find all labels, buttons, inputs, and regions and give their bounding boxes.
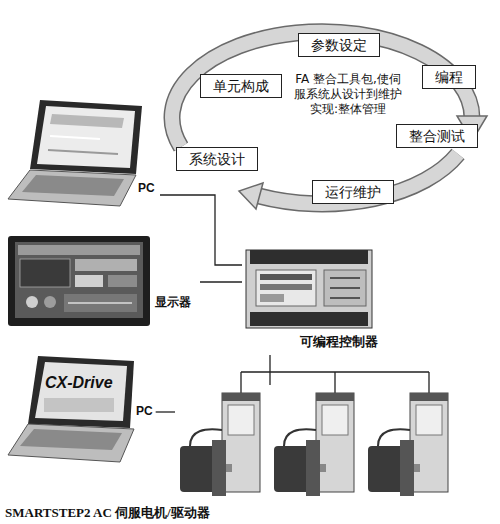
- laptop-icon: [50, 136, 100, 139]
- servo-unit: [222, 393, 260, 492]
- display-icon: [8, 236, 150, 326]
- device-node: 可编程控制器: [242, 243, 382, 355]
- servo-unit: [316, 393, 354, 492]
- servo-unit: [316, 393, 354, 401]
- step-label: 整合测试: [409, 127, 465, 145]
- plc-unit: [330, 277, 360, 279]
- servo-unit: [190, 429, 222, 446]
- servo-unit: [284, 429, 316, 446]
- laptop-icon: [50, 114, 124, 128]
- laptop-icon: [30, 100, 142, 174]
- servo-unit: [320, 464, 326, 472]
- connector-line: [269, 355, 270, 385]
- servo-unit: [416, 405, 442, 435]
- servo-unit: [180, 446, 216, 492]
- cycle-arrow: [172, 32, 472, 147]
- display-icon: [108, 275, 137, 287]
- display-icon: [68, 302, 132, 304]
- servo-bus-wire: [241, 372, 429, 393]
- laptop-icon: [44, 398, 114, 412]
- center-note: FA 整合工具包,使伺服系统从设计到维护实现:整体管理: [292, 72, 404, 117]
- device-node: 显示器: [5, 233, 200, 328]
- plc-unit: [324, 270, 366, 306]
- plc-unit: [246, 250, 372, 328]
- display-icon: [44, 296, 56, 308]
- laptop-icon: [8, 356, 134, 462]
- device-label: PC: [138, 182, 155, 196]
- servo-unit: [274, 446, 310, 492]
- plc-unit: [260, 284, 312, 290]
- laptop-icon: [8, 170, 136, 206]
- cycle-step-box: 系统设计: [176, 147, 258, 171]
- laptop-icon: [37, 106, 135, 168]
- plc-unit: [330, 287, 360, 289]
- device-label: CX-Drive: [45, 374, 113, 392]
- plc-unit: [246, 250, 372, 328]
- display-icon: [75, 275, 103, 287]
- servo-unit: [378, 429, 410, 446]
- laptop-icon: [22, 175, 124, 196]
- cycle-arrow: [259, 154, 458, 204]
- plc-unit: [250, 250, 368, 264]
- cycle-step-box: 编程: [422, 65, 476, 89]
- laptop-icon: [48, 150, 118, 154]
- cycle-step-box: 运行维护: [312, 180, 394, 204]
- plc-unit: [250, 312, 368, 326]
- device-label: 可编程控制器: [300, 335, 378, 350]
- servo-unit: [180, 393, 260, 496]
- laptop-icon: [28, 356, 134, 428]
- connector-line: [156, 411, 175, 412]
- servo-unit: [368, 446, 404, 492]
- step-label: 运行维护: [325, 183, 381, 201]
- cycle-arrow: [239, 183, 263, 209]
- display-icon: [8, 236, 150, 326]
- cycle-arrow: [259, 154, 458, 204]
- servo-unit: [400, 440, 414, 496]
- device-label: PC: [136, 405, 153, 419]
- device-label: 显示器: [155, 296, 191, 310]
- plc-unit: [330, 297, 360, 299]
- display-icon: [26, 296, 38, 308]
- servo-unit: [226, 464, 232, 472]
- step-label: 参数设定: [311, 36, 367, 54]
- servo-unit: [274, 393, 354, 496]
- display-icon: [75, 259, 137, 271]
- connector-line: [200, 281, 242, 282]
- servo-unit: [322, 405, 348, 435]
- device-node: CX-DrivePC: [5, 352, 156, 470]
- servo-unit: [212, 440, 226, 496]
- cycle-step-box: 整合测试: [396, 124, 478, 148]
- servo-unit: [228, 405, 254, 435]
- step-label: 编程: [435, 68, 463, 86]
- servo-unit: [414, 464, 420, 472]
- device-label: SMARTSTEP2 AC 伺服电机/驱动器: [5, 506, 210, 521]
- cycle-step-box: 参数设定: [298, 33, 380, 57]
- plc-unit: [260, 294, 284, 302]
- connector-line: [160, 195, 242, 265]
- servo-unit: [368, 393, 448, 496]
- display-icon: [15, 242, 143, 318]
- cycle-step-box: 单元构成: [200, 74, 282, 98]
- laptop-icon: [8, 100, 142, 206]
- device-node: SMARTSTEP2 AC 伺服电机/驱动器: [175, 385, 453, 503]
- servo-unit: [306, 440, 320, 496]
- laptop-icon: [8, 424, 134, 462]
- servo-unit: [410, 393, 448, 401]
- plc-unit: [256, 270, 316, 306]
- step-label: 系统设计: [189, 150, 245, 168]
- cycle-arrow: [172, 32, 472, 147]
- step-label: 单元构成: [213, 77, 269, 95]
- display-icon: [64, 294, 137, 312]
- cycle-arrow: [172, 32, 487, 209]
- laptop-icon: [20, 429, 122, 450]
- display-icon: [18, 245, 140, 255]
- laptop-icon: [35, 362, 127, 421]
- plc-unit: [260, 274, 312, 280]
- servo-unit: [410, 393, 448, 492]
- servo-bus-wire: [241, 372, 429, 393]
- display-icon: [20, 259, 70, 287]
- servo-unit: [222, 393, 260, 401]
- device-node: PC: [5, 98, 160, 210]
